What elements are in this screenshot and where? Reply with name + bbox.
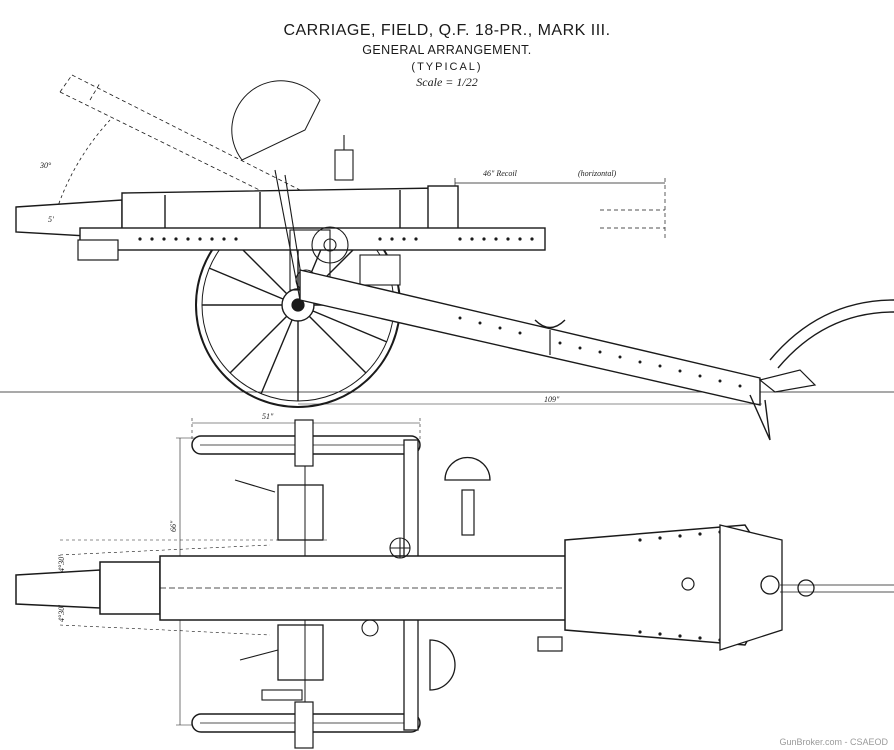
handwheels [234,479,411,701]
elevation-arc [54,119,111,216]
elevation-angle-label: 30° [39,161,52,170]
trail-rivets [458,316,742,388]
title-block: CARRIAGE, FIELD, Q.F. 18-PR., MARK III. … [0,22,894,90]
plan-labels: 51" 66" 4°30' 4°30' [57,412,274,622]
recoil-label: 46" Recoil [483,169,518,178]
trail-plan [564,524,894,651]
traverse-right-label: 4°30' [57,605,66,622]
axle-width-label: 66" [169,520,178,532]
traverse-left-label: 4°30' [57,555,66,572]
wheel-plan-top [191,419,421,467]
barrel-plan [15,547,636,631]
traverse-lines [59,539,330,636]
trail-length-label: 109" [544,395,560,404]
elevated-barrel-outline [59,74,301,206]
side-labels: 30° 46" Recoil (horizontal) 109" 5' [39,161,617,404]
side-elevation [0,74,894,441]
wheel-plan-bottom [191,701,421,749]
watermark: GunBroker.com - CSAEOD [779,737,888,747]
axle-plan [277,439,419,731]
cradle-rivets [138,237,534,241]
wheel-track-label: 51" [262,412,274,421]
drawing-title: CARRIAGE, FIELD, Q.F. 18-PR., MARK III. [283,22,611,39]
drawing-typical-note: (TYPICAL) [411,61,483,73]
seat-plan [429,456,563,691]
recoil-note-label: (horizontal) [578,169,617,178]
drawing-subtitle: GENERAL ARRANGEMENT. [362,43,532,57]
barrel-height-label: 5' [48,215,54,224]
drawing-scale: Scale = 1/22 [416,75,478,89]
plan-view [15,418,894,749]
shield-section [231,80,321,161]
elevating-gear [274,135,401,301]
trail-side [299,269,894,441]
